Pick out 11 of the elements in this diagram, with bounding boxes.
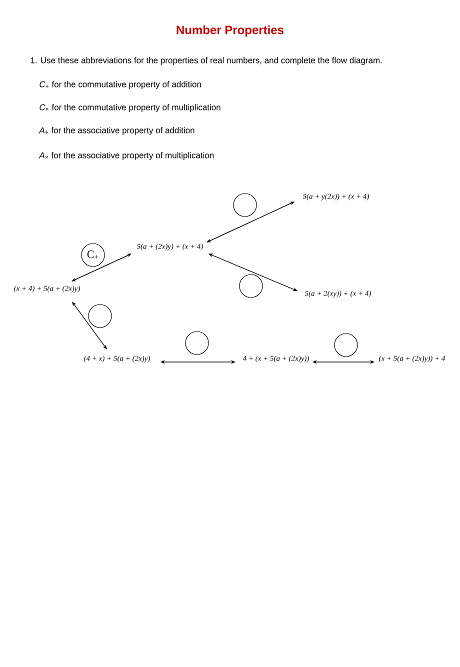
answer-circle: [239, 274, 263, 298]
title: Number Properties: [176, 25, 284, 37]
abbreviation-text: C$_{+}$ for the commutative property of addition: [40, 81, 201, 89]
answer-circle: [185, 331, 209, 355]
abbreviation-text: A$_{×}$ for the associative property of multiplication: [38, 152, 214, 160]
abbreviation-text: A$_{+}$ for the associative property of addition: [38, 127, 194, 135]
answer-circle: [88, 304, 112, 328]
abbreviation-text: C$_{×}$ for the commutative property of multiplication: [40, 104, 220, 112]
instruction-text: 1. Use these abbreviations for the properties of real numbers, and complete the flow diagram.: [30, 57, 382, 65]
answer-circle: [334, 333, 358, 357]
answer-circle: [233, 193, 257, 217]
